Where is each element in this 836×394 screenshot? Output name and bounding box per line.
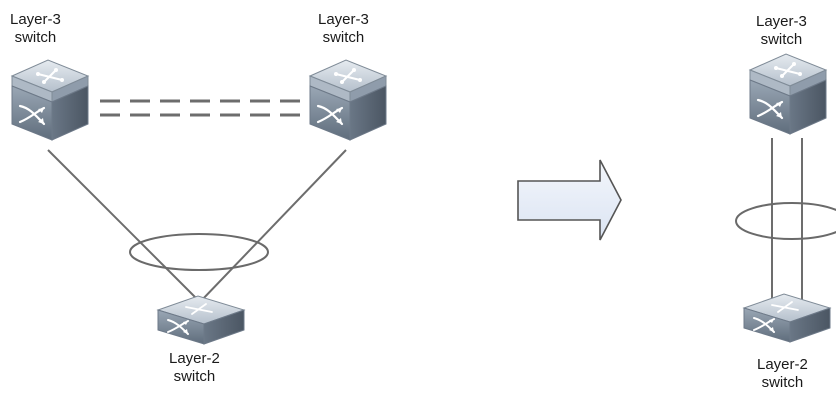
uplink-right [199, 149, 347, 303]
layer2-switch-icon [743, 293, 831, 343]
layer3-switch-icon [10, 58, 90, 142]
label-layer2-right: Layer-2 switch [757, 356, 808, 392]
label-line: Layer-3 [756, 13, 807, 30]
layer3-switch-icon [308, 58, 388, 142]
label-layer3-left: Layer-3 switch [10, 11, 61, 47]
label-line: switch [173, 368, 216, 385]
label-line: Layer-2 [169, 350, 220, 367]
aggregation-ring-left [129, 233, 269, 271]
label-line: Layer-3 [318, 11, 369, 28]
layer2-switch-icon [157, 295, 245, 345]
uplink-left [47, 149, 201, 303]
label-line: switch [14, 29, 57, 46]
label-layer2-left: Layer-2 switch [169, 350, 220, 386]
label-line: Layer-2 [757, 356, 808, 373]
label-line: switch [760, 31, 803, 48]
layer3-switch-icon [748, 52, 828, 136]
label-line: switch [322, 29, 365, 46]
label-layer3-middle: Layer-3 switch [318, 11, 369, 47]
label-line: Layer-3 [10, 11, 61, 28]
label-layer3-right: Layer-3 switch [756, 13, 807, 49]
transform-arrow-icon [517, 159, 622, 241]
label-line: switch [761, 374, 804, 391]
aggregation-ring-right [735, 202, 836, 240]
